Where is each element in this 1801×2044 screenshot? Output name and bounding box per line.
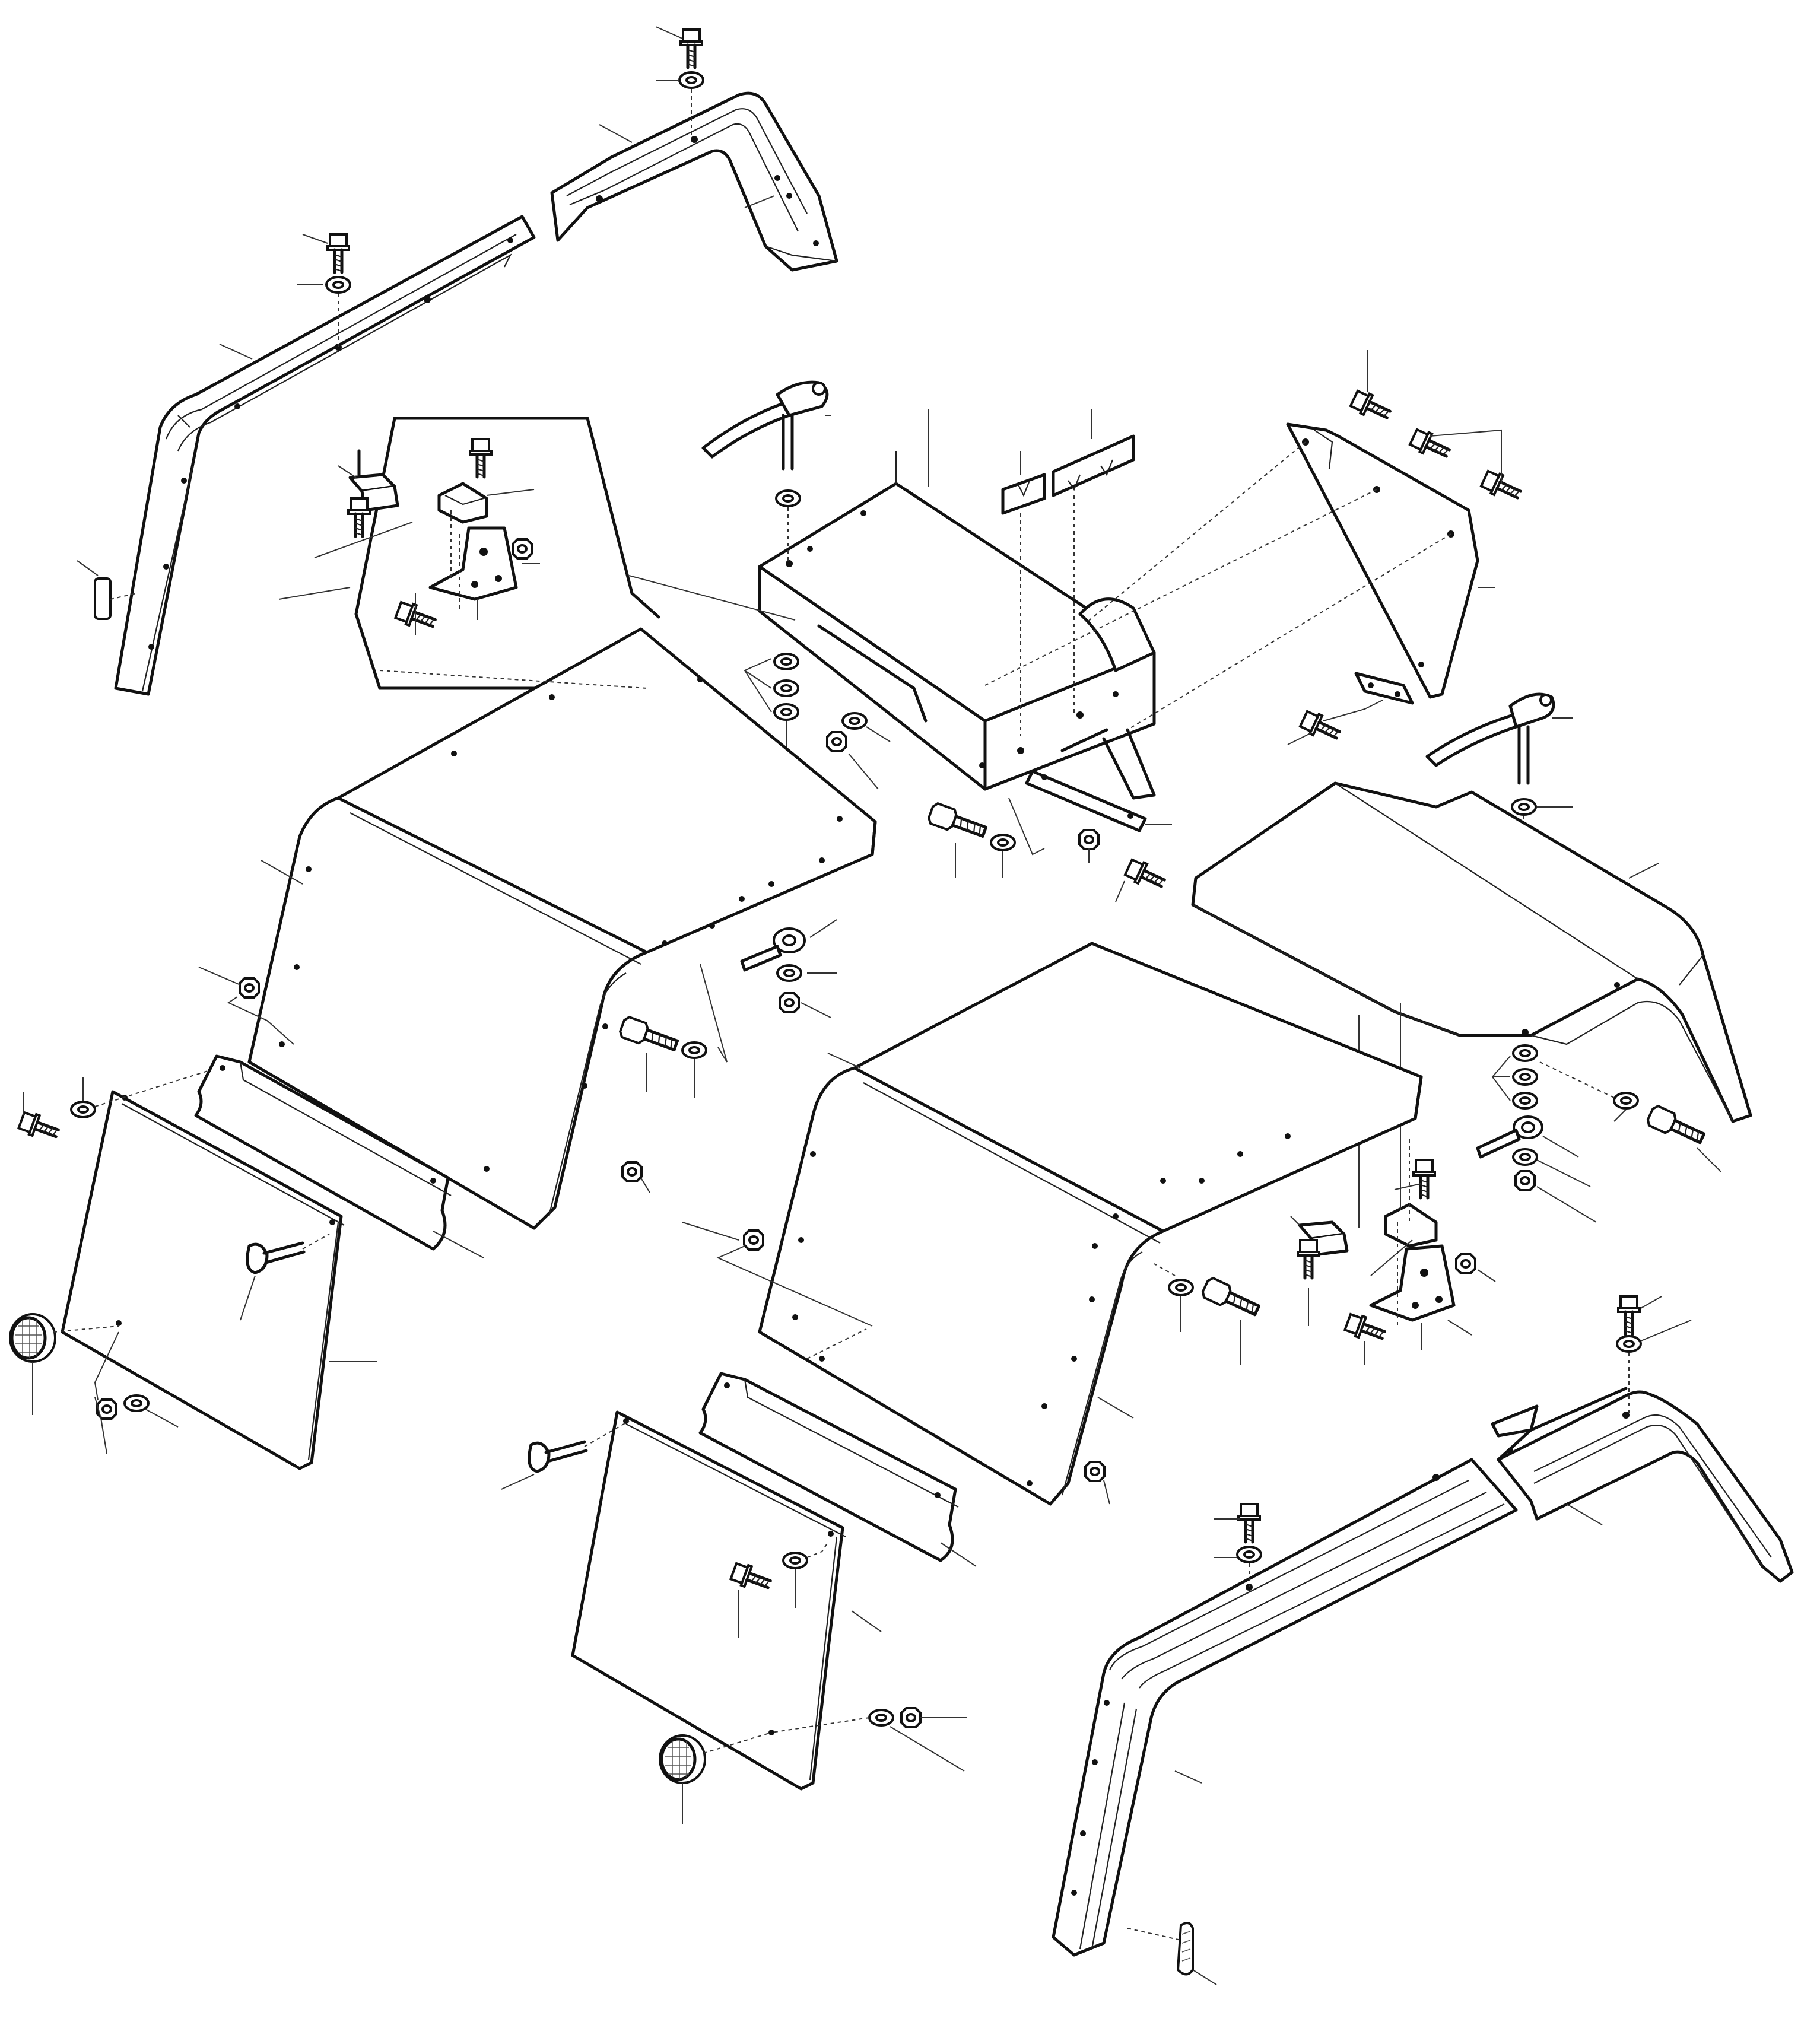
fender-panel-left bbox=[247, 627, 877, 1230]
mudflap-center bbox=[571, 1410, 882, 1791]
reflector-left bbox=[77, 560, 137, 620]
shim-large bbox=[1020, 409, 1135, 736]
bolt-front-fender-left bbox=[328, 234, 349, 272]
mudflap-strip-left bbox=[194, 1054, 484, 1258]
fender-panel-right bbox=[1191, 781, 1752, 1123]
washer-front-fender-left bbox=[325, 276, 351, 294]
bolt-front-fender-bottom bbox=[1238, 1504, 1260, 1542]
mudflap-left bbox=[61, 1090, 377, 1470]
front-fender-arch-bottom-right bbox=[1052, 1458, 1518, 1957]
eye-bolt-right bbox=[1476, 1115, 1543, 1159]
carriage-bolt-center bbox=[501, 1420, 630, 1490]
seat-bracket-box bbox=[758, 451, 1156, 800]
mounting-bracket-right bbox=[1287, 672, 1414, 745]
rear-lamp-left bbox=[9, 1313, 119, 1415]
rear-lamp-center bbox=[659, 1732, 772, 1824]
clamp-lever-right bbox=[1425, 692, 1573, 785]
clamp-lever-left bbox=[701, 380, 831, 471]
eye-bolt-left bbox=[740, 927, 806, 972]
bolt-rear-fender-bottom bbox=[1618, 1296, 1640, 1334]
mudflap-strip-center bbox=[698, 1372, 977, 1567]
rear-fender-arch-top bbox=[550, 91, 838, 272]
side-plate-right bbox=[1286, 422, 1495, 699]
hinge-bracket-right bbox=[1290, 1139, 1496, 1365]
shim-small bbox=[1001, 451, 1046, 515]
carriage-bolt-left bbox=[240, 1234, 330, 1321]
front-fender-arch-top-left bbox=[114, 215, 536, 696]
fender-panel-center bbox=[758, 942, 1423, 1506]
reflector-right bbox=[1127, 1922, 1217, 1985]
washer-lever-left bbox=[775, 489, 801, 507]
washer-top-rear-fender bbox=[678, 71, 704, 89]
bolt-top-rear-fender bbox=[681, 30, 702, 68]
rear-fender-arch-bottom-right bbox=[1491, 1387, 1794, 1583]
mounting-bracket-left bbox=[278, 417, 660, 690]
strap-bar bbox=[1025, 770, 1172, 832]
